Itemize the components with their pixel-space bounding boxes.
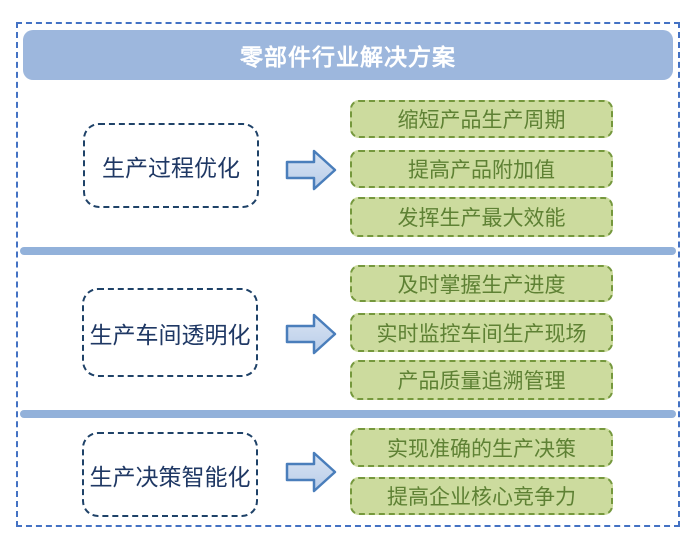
section-label: 生产决策智能化: [89, 463, 251, 490]
outcome-item: 及时掌握生产进度: [350, 265, 613, 302]
outcome-item: 提高产品附加值: [350, 150, 613, 188]
section-divider: [20, 247, 676, 255]
arrow-right-icon: [285, 451, 337, 493]
outcome-item: 实时监控车间生产现场: [350, 313, 613, 352]
section-label-box-production-process: 生产过程优化: [83, 123, 259, 208]
outcome-item: 提高企业核心竞争力: [350, 477, 613, 515]
section-label: 生产车间透明化: [89, 321, 251, 348]
outer-frame: 零部件行业解决方案 生产过程优化 缩短产品生产周期 提高产品附加值 发挥生产最大…: [16, 22, 680, 527]
outcome-item: 发挥生产最大效能: [350, 197, 613, 237]
outcome-item: 产品质量追溯管理: [350, 360, 613, 400]
section-label-box-workshop-transparency: 生产车间透明化: [82, 288, 258, 377]
outcome-item: 缩短产品生产周期: [350, 100, 613, 138]
outcome-item: 实现准确的生产决策: [350, 428, 613, 467]
section-divider: [20, 410, 676, 418]
arrow-right-icon: [285, 149, 337, 191]
arrow-right-icon: [285, 313, 337, 355]
diagram-title: 零部件行业解决方案: [23, 30, 673, 80]
section-label-box-decision-intelligence: 生产决策智能化: [82, 432, 258, 517]
section-label: 生产过程优化: [102, 154, 240, 181]
